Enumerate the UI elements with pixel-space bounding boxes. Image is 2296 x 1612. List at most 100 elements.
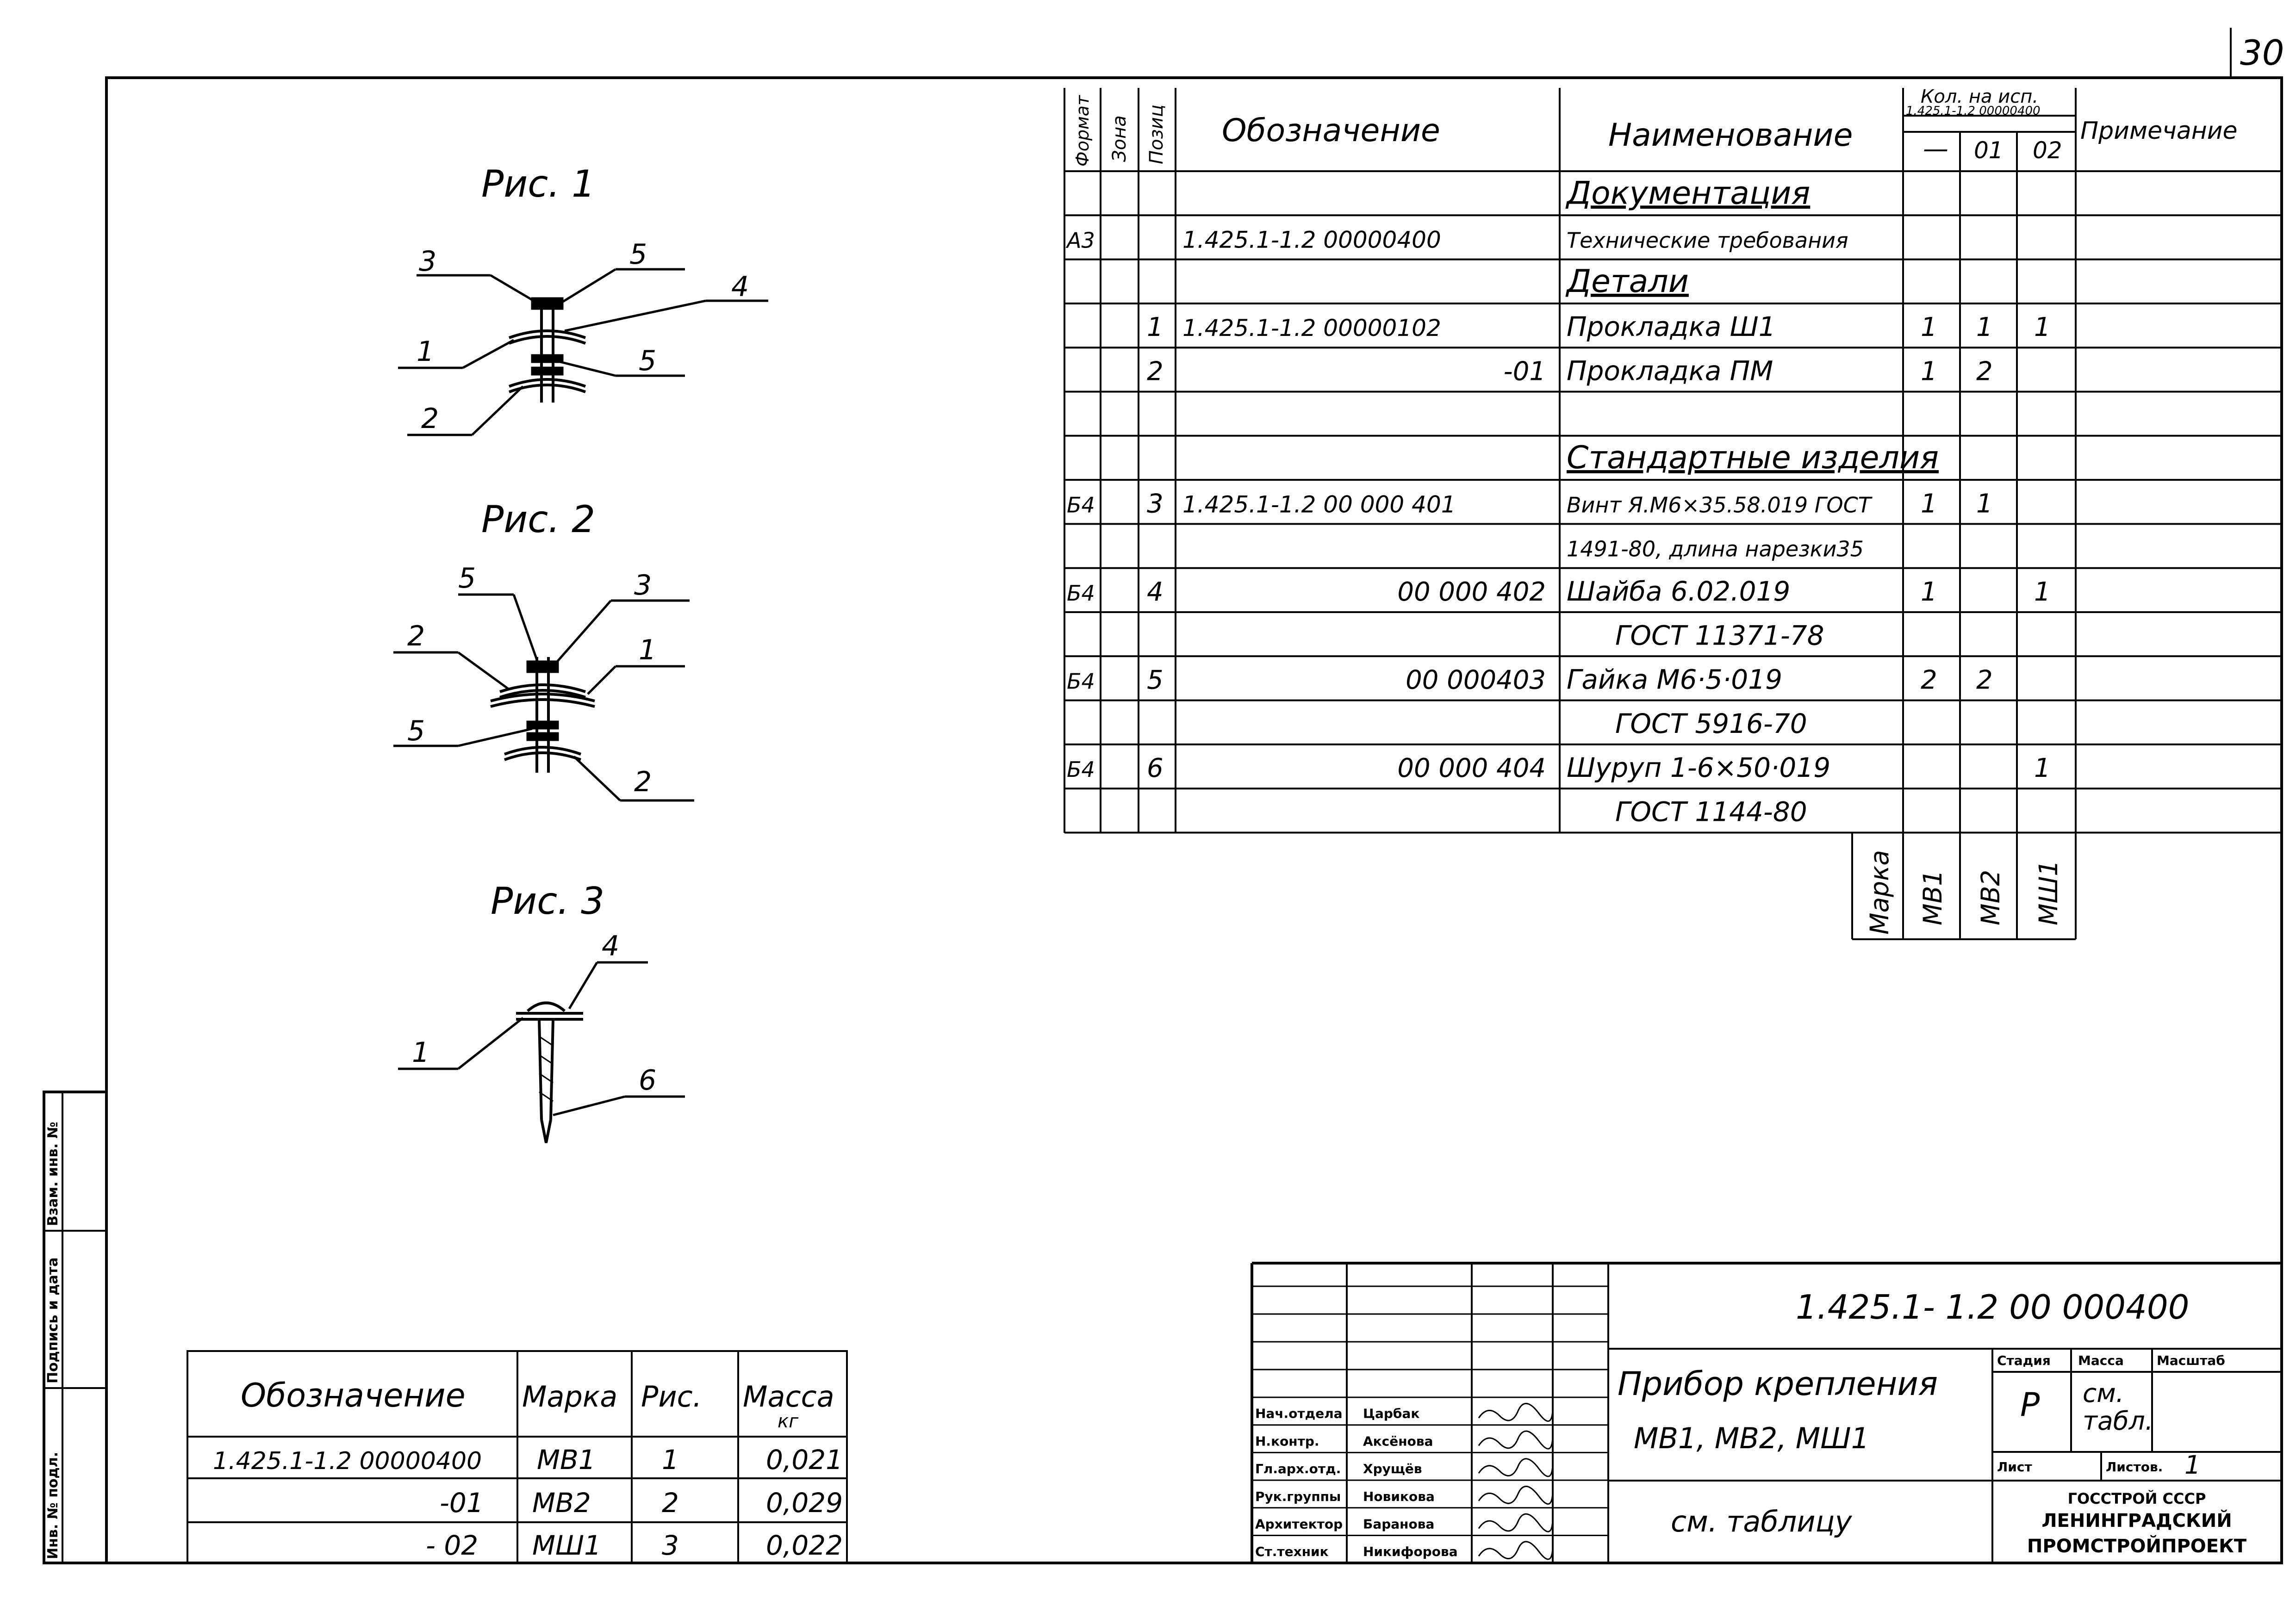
spec-cell-designation: 00 000403 xyxy=(1406,665,1546,695)
figure-1-title: Рис. 1 xyxy=(481,162,595,205)
side-stamp-replace: Взам. инв. № xyxy=(45,1122,61,1226)
signature-role: Ст.техник xyxy=(1255,1544,1329,1559)
spec-cell-designation: 00 000 404 xyxy=(1397,753,1546,783)
mass-header-des: Обозначение xyxy=(241,1376,466,1414)
product-marks: МВ1, МВ2, МШ1 xyxy=(1634,1421,1869,1455)
spec-header-format: Формат xyxy=(1072,94,1093,167)
figure-2-title: Рис. 2 xyxy=(481,498,595,541)
spec-marka-label: Марка xyxy=(1865,850,1894,935)
fig3-leader-label: 4 xyxy=(602,930,619,962)
mass-header-mass: Масса xyxy=(743,1380,834,1414)
spec-cell-qty: 1 xyxy=(2034,312,2051,342)
mass-row-mark: МВ1 xyxy=(537,1444,596,1476)
fig1-leader-label: 5 xyxy=(639,345,656,377)
fig2-leader-label: 2 xyxy=(407,620,425,652)
mass-row-fig: 3 xyxy=(662,1530,679,1561)
spec-cell-qty: 2 xyxy=(1976,665,1993,695)
mass-row-mark: МВ2 xyxy=(532,1487,591,1519)
mass-value: см. xyxy=(2083,1378,2124,1408)
spec-row: Стандартные изделия xyxy=(1567,440,1939,476)
mass-header-fig: Рис. xyxy=(641,1380,702,1414)
signature-row: Гл.арх.отд.Хрущёв xyxy=(1255,1458,1554,1477)
fig2-leader-label: 2 xyxy=(634,766,652,798)
spec-cell-name: Винт Я.М6×35.58.019 ГОСТ xyxy=(1567,492,1873,517)
figure-3-title: Рис. 3 xyxy=(491,880,604,923)
mass-row-mass: 0,029 xyxy=(766,1487,843,1519)
org-line: ПРОМСТРОЙПРОЕКТ xyxy=(2027,1535,2247,1557)
spec-cell-qty: 1 xyxy=(2034,753,2051,783)
spec-cell-designation: 1.425.1-1.2 00000102 xyxy=(1182,315,1441,341)
spec-mark: МШ1 xyxy=(2034,860,2063,925)
spec-row: ГОСТ 1144-80 xyxy=(1615,796,1807,828)
spec-mark: МВ1 xyxy=(1918,870,1948,925)
signature-name: Никифорова xyxy=(1363,1544,1458,1559)
spec-section-title: Стандартные изделия xyxy=(1567,440,1939,476)
mass-header-mark: Марка xyxy=(522,1380,617,1414)
spec-cell-designation: 00 000 402 xyxy=(1397,577,1546,607)
spec-cell-pos: 1 xyxy=(1147,312,1164,342)
org-line: ГОССТРОЙ СССР xyxy=(2068,1490,2206,1507)
mass-row-fig: 2 xyxy=(662,1487,679,1519)
org-line: ЛЕНИНГРАДСКИЙ xyxy=(2041,1509,2232,1531)
spec-cell-name: Шуруп 1-6×50·019 xyxy=(1567,752,1830,783)
fig1-leader-label: 4 xyxy=(731,271,749,303)
drawing-frame: 30 xyxy=(105,28,2284,1564)
spec-cell-qty: 2 xyxy=(1976,357,1993,387)
spec-header-qty-1: Кол. на исп. xyxy=(1921,86,2038,107)
spec-cell-qty: 1 xyxy=(1976,312,1993,342)
mass-label: Масса xyxy=(2078,1353,2124,1368)
specification-table: Формат Зона Позиц Обозначение Наименован… xyxy=(1064,86,2282,940)
spec-header-designation: Обозначение xyxy=(1222,112,1440,149)
mass-row-des: -01 xyxy=(440,1487,484,1519)
spec-cell-qty: 1 xyxy=(1921,312,1937,342)
mass-value: табл. xyxy=(2083,1406,2153,1436)
side-stamp: Инв. № подл. Подпись и дата Взам. инв. № xyxy=(43,1091,108,1564)
mass-row-mark: МШ1 xyxy=(532,1530,601,1561)
stage-value: Р xyxy=(2020,1386,2040,1424)
spec-cell-pos: 2 xyxy=(1147,357,1164,387)
spec-cell-format: Б4 xyxy=(1067,581,1095,606)
figure-1: Рис. 1 3 5 4 1 5 2 xyxy=(398,162,768,436)
spec-header-qty-col: — xyxy=(1923,134,1948,163)
spec-cell-qty: 1 xyxy=(1921,577,1937,607)
spec-row: Документация xyxy=(1565,175,1810,211)
spec-row: ГОСТ 5916-70 xyxy=(1615,708,1807,739)
spec-cell-qty: 1 xyxy=(1921,357,1937,387)
signature-row: Ст.техник Никифорова xyxy=(1255,1541,1554,1560)
spec-cell-name: Технические требования xyxy=(1567,228,1848,253)
handwritten-signature xyxy=(1478,1541,1554,1560)
fig2-leader-label: 5 xyxy=(407,715,425,747)
signature-role: Архитектор xyxy=(1255,1517,1343,1532)
spec-cell-name: ГОСТ 1144-80 xyxy=(1615,796,1807,828)
spec-row: А3 1.425.1-1.2 00000400 Технические требов… xyxy=(1065,227,1848,254)
signature-role: Нач.отдела xyxy=(1255,1406,1343,1421)
handwritten-signature xyxy=(1478,1402,1554,1422)
signature-name: Новикова xyxy=(1363,1489,1435,1504)
signature-role: Н.контр. xyxy=(1255,1433,1319,1449)
material: см. таблицу xyxy=(1671,1505,1853,1538)
spec-row: ГОСТ 11371-78 xyxy=(1615,620,1824,651)
handwritten-signature xyxy=(1478,1486,1554,1505)
spec-cell-designation: -01 xyxy=(1504,357,1546,387)
handwritten-signature xyxy=(1478,1430,1554,1450)
sheets-value: 1 xyxy=(2184,1450,2201,1480)
fig3-leader-label: 6 xyxy=(639,1064,656,1097)
spec-cell-format: А3 xyxy=(1065,228,1095,253)
spec-cell-pos: 6 xyxy=(1147,753,1164,783)
figure-2: Рис. 2 5 3 2 1 5 2 xyxy=(393,498,694,802)
spec-cell-format: Б4 xyxy=(1067,669,1095,694)
spec-cell-designation: 1.425.1-1.2 00000400 xyxy=(1182,227,1441,254)
side-stamp-inv: Инв. № подл. xyxy=(45,1452,61,1559)
fig1-leader-label: 2 xyxy=(421,403,439,435)
signature-row: Н.контр.Аксёнова xyxy=(1255,1430,1554,1450)
sheet-number: 30 xyxy=(2240,32,2284,73)
spec-cell-name: ГОСТ 11371-78 xyxy=(1615,620,1824,651)
fig1-leader-label: 5 xyxy=(629,238,647,271)
spec-cell-name: Прокладка Ш1 xyxy=(1567,311,1776,342)
